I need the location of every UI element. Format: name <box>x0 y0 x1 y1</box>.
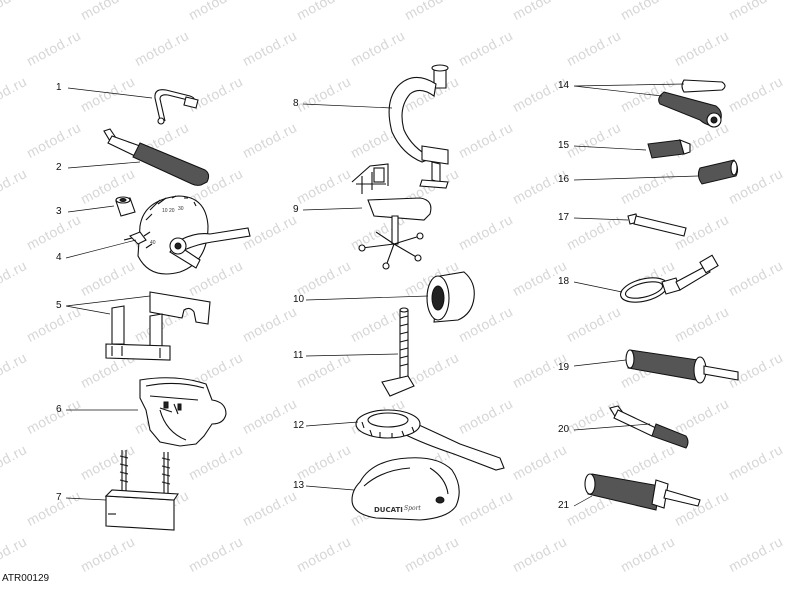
callout-3: 3 <box>56 206 62 217</box>
tool-10-ring <box>426 271 475 323</box>
callout-20: 20 <box>558 424 570 435</box>
callout-6: 6 <box>56 404 62 415</box>
callout-4: 4 <box>56 252 62 263</box>
callout-17: 17 <box>558 212 570 223</box>
tool-9-stand <box>351 163 432 270</box>
tool-5-locking-plate <box>105 291 211 361</box>
tool-20-drift <box>609 405 689 449</box>
callout-19: 19 <box>558 362 570 373</box>
tool-6-bell-housing <box>139 377 227 447</box>
tool-14-pins <box>658 79 726 128</box>
tool-17-small-rod <box>627 213 687 237</box>
callout-5: 5 <box>56 300 62 311</box>
callout-10: 10 <box>293 294 305 305</box>
tool-21-stepped-puller <box>584 473 701 511</box>
callout-1: 1 <box>56 82 62 93</box>
tool-11-threaded-rod <box>381 307 415 397</box>
callout-16: 16 <box>558 174 570 185</box>
callout-8: 8 <box>293 98 299 109</box>
callout-7: 7 <box>56 492 62 503</box>
tool-15-knurled-bush <box>647 139 691 159</box>
callout-13: 13 <box>293 480 305 491</box>
tool-2-punch <box>103 128 210 186</box>
callout-14: 14 <box>558 80 570 91</box>
tool-8-c-clamp <box>388 64 449 189</box>
svg-text:30: 30 <box>178 206 184 212</box>
tool-18-strap-wrench <box>620 254 719 303</box>
tool-19-puller <box>625 349 739 384</box>
callout-2: 2 <box>56 162 62 173</box>
tool-1-hook-rod <box>154 89 199 125</box>
tool-7-stud-block <box>104 450 179 531</box>
tool-3-bush <box>115 196 136 217</box>
tool-13-cover: DUCATI Sport <box>351 457 460 521</box>
svg-text:10 20: 10 20 <box>162 208 175 214</box>
callout-12: 12 <box>293 420 305 431</box>
tool-16-knurled-grip <box>697 159 739 185</box>
callout-11: 11 <box>293 350 304 361</box>
callout-18: 18 <box>558 276 570 287</box>
reference-code: ATR00129 <box>2 573 50 584</box>
leader-lines <box>65 83 699 507</box>
callout-9: 9 <box>293 204 299 215</box>
tool-12-ring-spanner <box>355 409 505 471</box>
callout-15: 15 <box>558 140 570 151</box>
tool-13-brand: DUCATI <box>374 506 403 514</box>
svg-text:40: 40 <box>150 240 156 246</box>
tool-13-script: Sport <box>404 505 421 512</box>
callout-21: 21 <box>558 500 570 511</box>
